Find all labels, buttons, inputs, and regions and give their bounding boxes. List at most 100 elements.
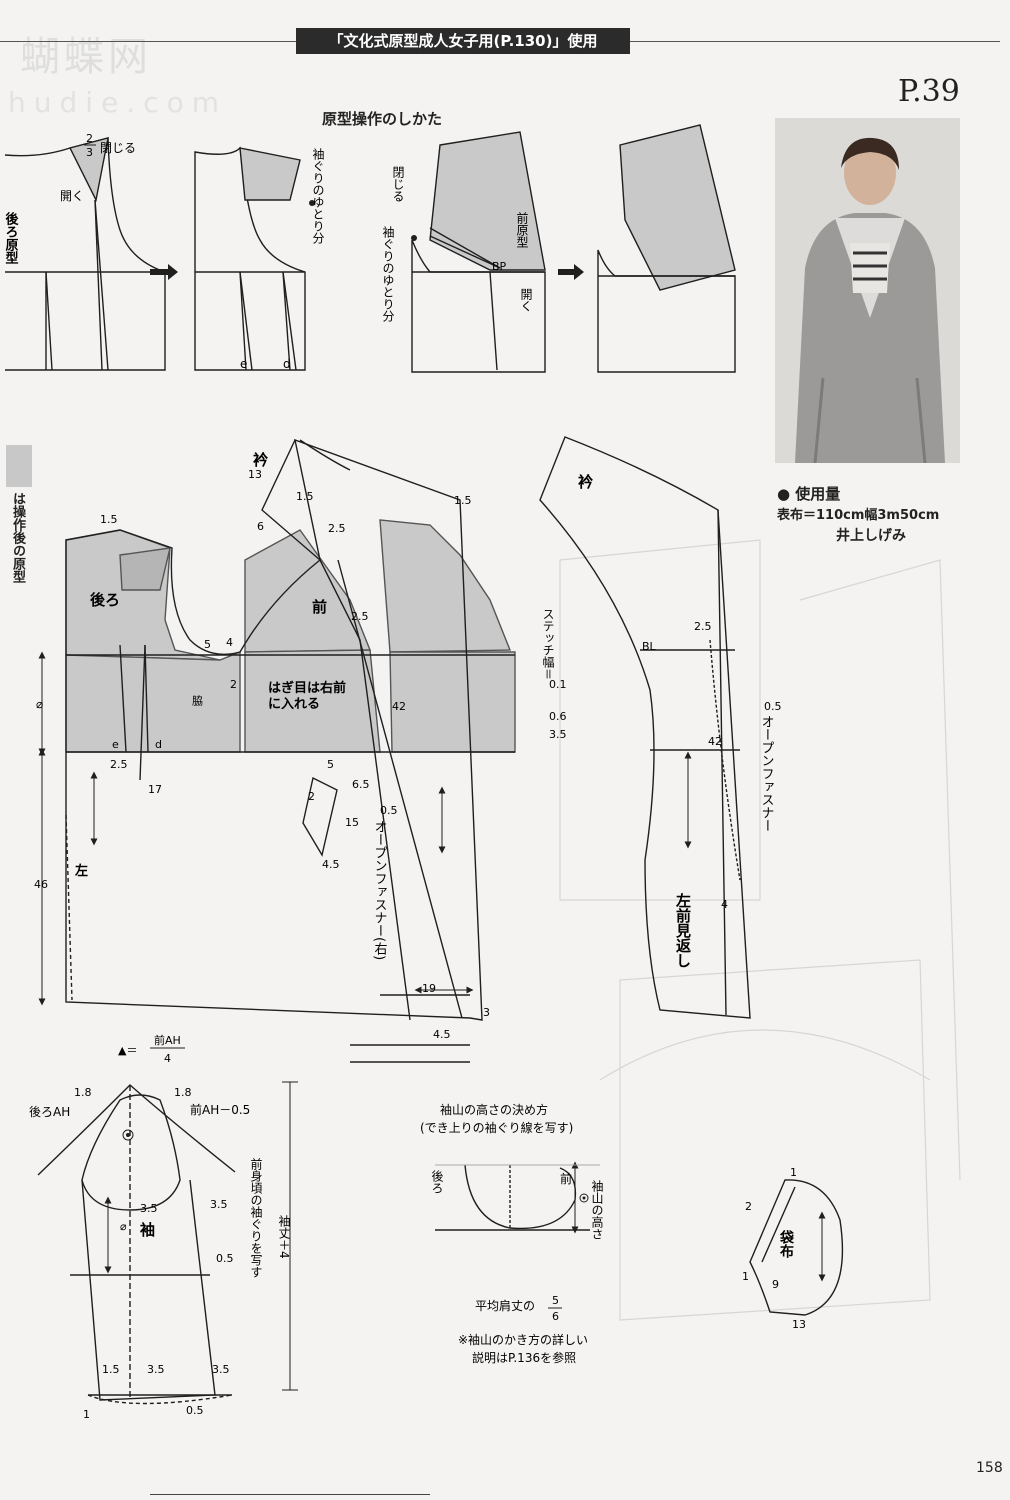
seam-note-2: に入れる [268,697,320,712]
svg-text:⌀: ⌀ [36,697,43,711]
watermark-sub: hudie.com [8,86,227,119]
cap-height-label: 袖山の高さ [590,1179,604,1240]
stitch-value-1: 0.1 [549,678,567,691]
facing-label: 左前見返し [674,892,692,968]
cap-back-label: 後ろ [430,1170,444,1194]
svg-text:13: 13 [792,1318,806,1331]
svg-text:BP: BP [492,260,507,273]
side-label: 脇 [191,695,204,707]
svg-text:42: 42 [708,735,722,748]
svg-text:2.5: 2.5 [694,620,712,633]
svg-text:4.5: 4.5 [322,858,340,871]
sleeve-label: 袖 [140,1221,155,1239]
dimension-lines [38,651,692,1006]
svg-text:4: 4 [226,636,233,649]
cap-note-1: ※袖山のかき方の詳しい [458,1332,588,1347]
back-block-label: 後ろ原型 [3,211,19,264]
pocket-measurements: 1 2 1 9 13 [742,1166,806,1331]
zipper-right-label: オープンファスナー(右) [372,820,388,960]
svg-text:閉じる: 閉じる [391,166,405,202]
page-ref: P.39 [898,74,960,109]
svg-text:3.5: 3.5 [140,1202,158,1215]
svg-text:⌀: ⌀ [120,1220,127,1233]
pocket-pattern [749,1179,844,1316]
svg-text:13: 13 [248,468,262,481]
svg-text:0.5: 0.5 [186,1404,204,1417]
svg-text:2.5: 2.5 [110,758,128,771]
svg-text:3.5: 3.5 [210,1198,228,1211]
open-label-2: 開く [519,288,533,312]
stitch-value-2: 0.6 [549,710,567,723]
stitch-label: ステッチ幅＝ [541,608,555,680]
body-measurements: 13 1.5 6 2.5 1.5 1.5 2.5 5 4 2 42 5 6.5 … [34,468,490,1041]
stitch-value-3: 3.5 [549,728,567,741]
svg-text:6.5: 6.5 [352,778,370,791]
svg-text:1.5: 1.5 [102,1363,120,1376]
front-block-after [597,124,736,373]
cap-height-title-2: (でき上りの袖ぐり線を写す) [420,1120,573,1135]
sleeve-measurements: 1.8 1.8 3.5 3.5 0.5 1.5 3.5 3.5 1 0.5 ⌀ [74,1086,234,1421]
svg-text:0.5: 0.5 [380,804,398,817]
page-number: 158 [976,1460,1003,1476]
header-title: 「文化式原型成人女子用(P.130)」使用 [296,28,630,54]
svg-text:3: 3 [483,1006,490,1019]
seam-note-1: はぎ目は右前 [268,680,346,696]
back-block-after [194,146,306,371]
svg-text:9: 9 [772,1278,779,1291]
svg-text:2: 2 [230,678,237,691]
svg-text:閉じる: 閉じる [100,141,136,155]
body-pattern [65,438,516,1063]
svg-text:2: 2 [745,1200,752,1213]
svg-text:4: 4 [721,898,728,911]
zipper-label: オープンファスナー [759,715,774,832]
arrow-head-1 [168,264,178,280]
svg-text:1: 1 [83,1408,90,1421]
cap-height-diagram [435,1161,600,1234]
pocket-label: 袋布 [778,1229,795,1259]
bottom-rule [150,1494,430,1495]
svg-text:e: e [112,738,119,751]
collar-label-1: 衿 [253,451,268,469]
svg-text:▲＝: ▲＝ [118,1044,137,1057]
svg-text:1: 1 [790,1166,797,1179]
sleeve-copy-note: 前身頃の袖ぐりを写す [249,1157,263,1278]
usage-fabric: 表布＝110cm幅3m50cm [777,508,940,523]
svg-text:1.5: 1.5 [100,513,118,526]
svg-text:2: 2 [308,790,315,803]
svg-text:17: 17 [148,783,162,796]
front-block-label: 前原型 [515,211,529,248]
svg-text:3.5: 3.5 [212,1363,230,1376]
armhole-ease-label-2: 袖ぐりのゆとり分 [381,225,395,323]
sleeve-formula: ▲＝ 前AH 4 [118,1033,185,1065]
svg-text:1: 1 [742,1270,749,1283]
back-ah-label: 後ろAH [29,1105,70,1119]
front-label: 前 [312,598,327,616]
svg-text:5: 5 [552,1294,559,1307]
shaded-legend-swatch [6,445,32,487]
svg-text:15: 15 [345,816,359,829]
facing-pattern [539,436,751,1019]
svg-text:d: d [283,357,291,371]
front-ah-label: 前AH－0.5 [190,1102,250,1117]
svg-text:1.8: 1.8 [74,1086,92,1099]
fraction-2-3: 2 3 閉じる [84,132,136,159]
svg-text:3: 3 [86,146,93,159]
svg-text:1.8: 1.8 [174,1086,192,1099]
bl-label: BL [642,640,657,653]
cap-front-label: 前 [560,1171,572,1186]
svg-text:平均肩丈の: 平均肩丈の [475,1298,535,1313]
front-block-before [411,131,546,373]
svg-text:e: e [240,357,247,371]
back-block-before [4,137,166,371]
svg-text:0.5: 0.5 [764,700,782,713]
cap-height-title-1: 袖山の高さの決め方 [440,1102,548,1117]
svg-text:d: d [155,738,162,751]
open-label-1: 開く [60,189,84,203]
svg-text:前AH: 前AH [154,1033,181,1047]
avg-shoulder-fraction: 平均肩丈の 5 6 [475,1294,562,1323]
svg-text:6: 6 [257,520,264,533]
svg-text:4.5: 4.5 [433,1028,451,1041]
svg-text:42: 42 [392,700,406,713]
